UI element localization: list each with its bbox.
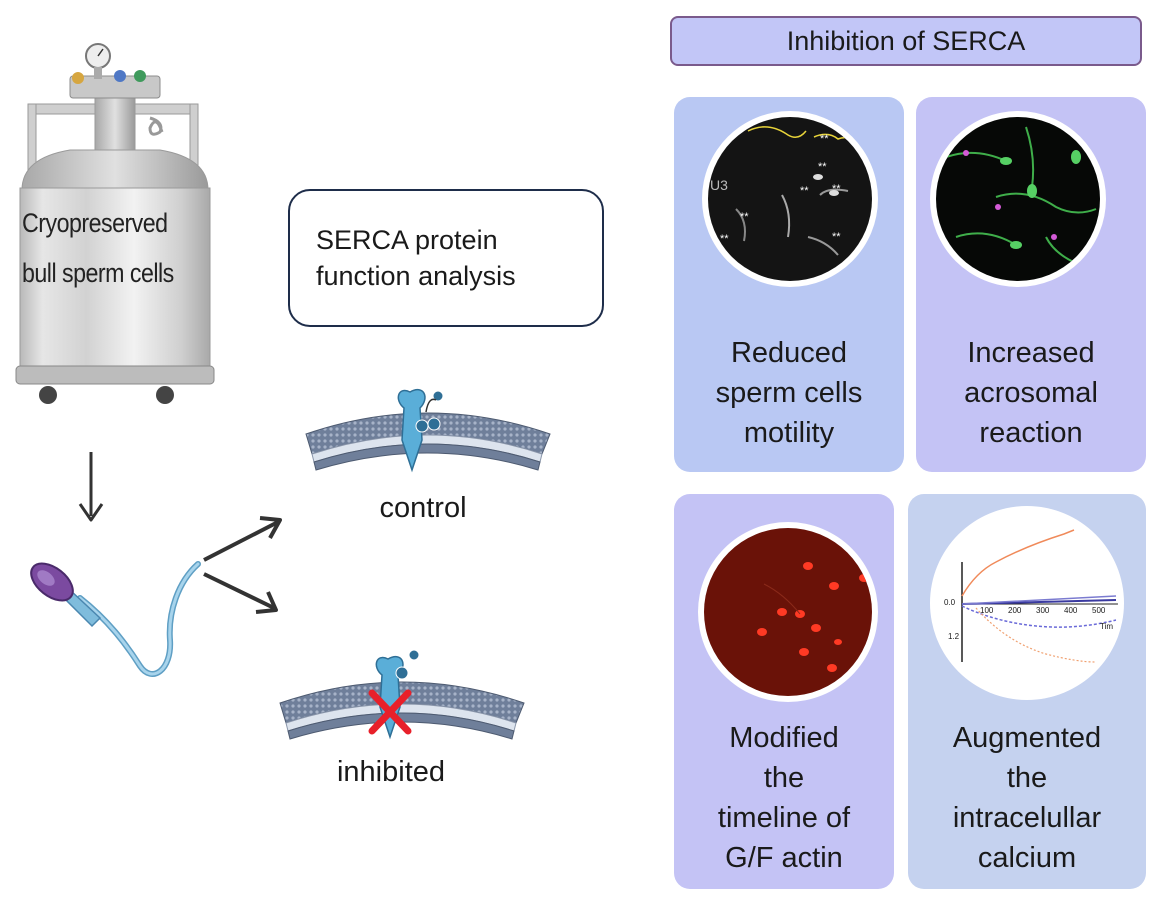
panel-calcium: 100 200 300 400 500 0.0 1.2 Tim Augmente… (908, 494, 1146, 889)
motility-image: ** ** ** ** ** ** ** U3 (702, 111, 878, 287)
panel-actin-label: Modified the timeline of G/F actin (717, 722, 851, 874)
down-arrow-icon (78, 452, 104, 522)
dewar-icon (15, 43, 215, 404)
membrane-control-icon (305, 388, 551, 473)
inhibited-label: inhibited (336, 756, 446, 788)
analysis-line2: function analysis (316, 261, 516, 291)
panel-calcium-label: Augmented the intracelullar calcium (952, 722, 1102, 874)
panel-actin: Modified the timeline of G/F actin (674, 494, 894, 889)
actin-image (698, 522, 878, 702)
analysis-line1: SERCA protein (316, 225, 498, 255)
dewar-label-line2: bull sperm cells (22, 258, 174, 288)
dewar-label-line1: Cryopreserved (22, 208, 168, 238)
inhibition-header: Inhibition of SERCA (670, 16, 1142, 66)
panel-acrosomal-label: Increased acrosomal reaction (964, 337, 1098, 449)
liquid-nitrogen-dewar: Cryopreserved bull sperm cells (0, 40, 230, 420)
sperm-cell-icon (30, 561, 201, 677)
panel-motility: ** ** ** ** ** ** ** U3 Reduced sperm ce… (674, 97, 904, 472)
membrane-inhibited-icon (279, 649, 525, 740)
calcium-chart-image: 100 200 300 400 500 0.0 1.2 Tim (930, 506, 1124, 700)
analysis-box: SERCA protein function analysis (288, 189, 604, 327)
panel-acrosomal: Increased acrosomal reaction (916, 97, 1146, 472)
control-label: control (379, 492, 467, 524)
red-x-icon (368, 689, 412, 735)
branch-arrows-icon (203, 516, 282, 614)
acrosomal-image (930, 111, 1106, 287)
panel-motility-label: Reduced sperm cells motility (715, 337, 863, 449)
